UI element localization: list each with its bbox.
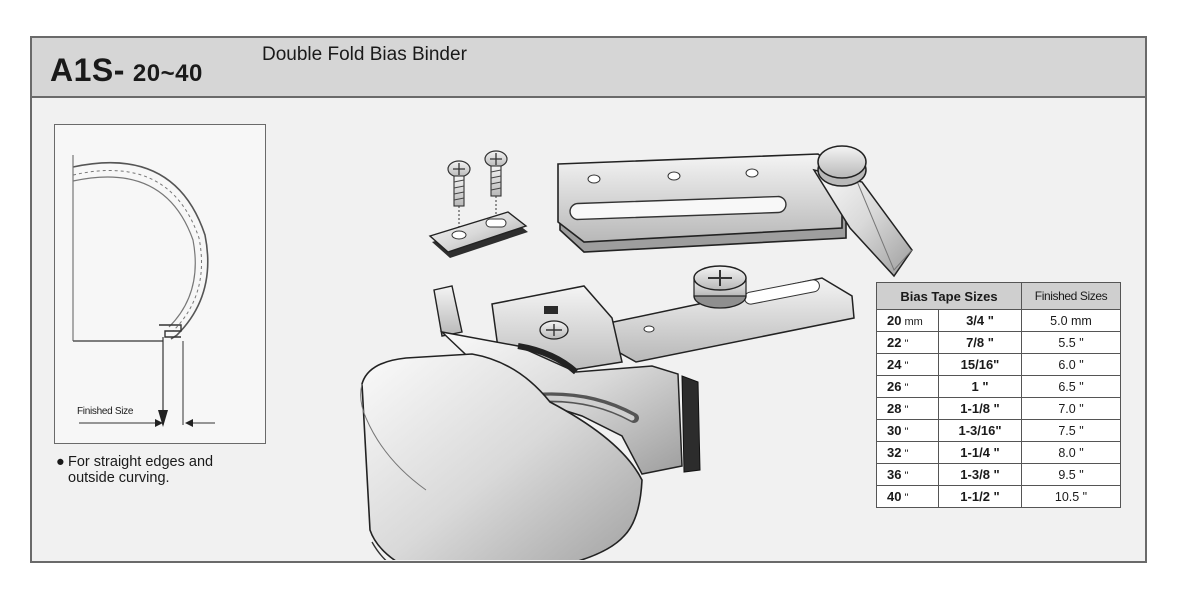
mm-value: 26: [887, 379, 902, 394]
bias-tape-mm-cell: 36": [876, 463, 939, 486]
bias-tape-inch-cell: 1-3/16": [938, 419, 1022, 442]
header-finished-sizes: Finished Sizes: [1021, 282, 1121, 310]
mm-value: 40: [887, 489, 902, 504]
table-row: 30"1-3/16"7.5 ": [876, 419, 1121, 442]
finished-size-cell: 7.0 ": [1021, 397, 1121, 420]
note-line-2: outside curving.: [68, 470, 170, 486]
bullet-icon: ●: [56, 454, 65, 470]
screw-left-icon: [447, 160, 471, 207]
finished-size-cell: 5.5 ": [1021, 331, 1121, 354]
table-row: 28"1-1/8 "7.0 ": [876, 397, 1121, 420]
mm-unit: ": [904, 382, 909, 394]
mm-unit: mm: [904, 316, 923, 328]
finished-size-cell: 6.5 ": [1021, 375, 1121, 398]
arrow-left-icon: [185, 419, 193, 427]
mm-value: 28: [887, 401, 902, 416]
bias-tape-mm-cell: 40": [876, 485, 939, 508]
bias-tape-mm-cell: 30": [876, 419, 939, 442]
mm-unit: ": [904, 470, 909, 482]
bias-tape-inch-cell: 1-1/4 ": [938, 441, 1022, 464]
table-row: 24"15/16"6.0 ": [876, 353, 1121, 376]
usage-note: ● For straight edges and outside curving…: [56, 454, 214, 486]
bias-tape-inch-cell: 1 ": [938, 375, 1022, 398]
mm-unit: ": [904, 426, 909, 438]
table-row: 40"1-1/2 "10.5 ": [876, 485, 1121, 508]
washer-plate: [428, 211, 528, 258]
table-row: 22"7/8 "5.5 ": [876, 331, 1121, 354]
mm-value: 32: [887, 445, 902, 460]
bias-tape-inch-cell: 1-3/8 ": [938, 463, 1022, 486]
finished-size-cell: 9.5 ": [1021, 463, 1121, 486]
bias-tape-mm-cell: 24": [876, 353, 939, 376]
model-prefix: A1S-: [50, 52, 125, 88]
fabric-edge-diagram: [72, 155, 215, 427]
finished-size-label: Finished Size: [77, 406, 134, 417]
mm-value: 20: [887, 313, 902, 328]
note-line-1: For straight edges and: [68, 454, 214, 470]
mm-unit: ": [904, 404, 909, 416]
mm-unit: ": [904, 338, 909, 350]
binder-body: [360, 285, 701, 560]
mm-value: 36: [887, 467, 902, 482]
bias-tape-mm-cell: 32": [876, 441, 939, 464]
arrow-right-icon: [155, 419, 163, 427]
binder-illustration: [360, 145, 913, 560]
mm-unit: ": [904, 360, 909, 372]
bias-tape-inch-cell: 3/4 ": [938, 309, 1022, 332]
table-row: 26"1 "6.5 ": [876, 375, 1121, 398]
mm-value: 24: [887, 357, 902, 372]
mounting-bar: [557, 153, 847, 253]
bias-tape-inch-cell: 1-1/2 ": [938, 485, 1022, 508]
fabric-outer-curve: [72, 161, 209, 340]
bias-tape-mm-cell: 22": [876, 331, 939, 354]
down-arrow-icon: [158, 410, 168, 427]
fabric-inner-curve: [72, 176, 196, 328]
finished-size-cell: 5.0 mm: [1021, 309, 1121, 332]
bias-tape-mm-cell: 28": [876, 397, 939, 420]
header-bias-tape-sizes: Bias Tape Sizes: [876, 282, 1022, 310]
product-title: Double Fold Bias Binder: [262, 44, 467, 65]
bias-tape-inch-cell: 15/16": [938, 353, 1022, 376]
stitch-line: [72, 169, 202, 332]
bias-tape-inch-cell: 1-1/8 ": [938, 397, 1022, 420]
bias-tape-inch-cell: 7/8 ": [938, 331, 1022, 354]
thumb-screw-icon: [693, 265, 747, 309]
adjust-knob-arm: [812, 145, 913, 278]
mm-value: 22: [887, 335, 902, 350]
mm-unit: ": [904, 448, 909, 460]
model-code: A1S- 20~40: [50, 52, 203, 89]
fabric-diagram-inset: Finished Size: [54, 124, 266, 444]
fold-detail: [159, 324, 182, 338]
table-row: 36"1-3/8 "9.5 ": [876, 463, 1121, 486]
model-range: 20~40: [132, 60, 203, 87]
screw-right-icon: [484, 150, 508, 197]
finished-size-cell: 8.0 ": [1021, 441, 1121, 464]
spec-sheet-frame: A1S- 20~40 Double Fold Bias Binder Finish…: [30, 36, 1147, 563]
table-row: 32"1-1/4 "8.0 ": [876, 441, 1121, 464]
finished-size-cell: 6.0 ": [1021, 353, 1121, 376]
bias-tape-mm-cell: 26": [876, 375, 939, 398]
header-bar: A1S- 20~40 Double Fold Bias Binder: [32, 38, 1145, 98]
mm-unit: ": [904, 492, 909, 504]
finished-size-cell: 10.5 ": [1021, 485, 1121, 508]
mm-value: 30: [887, 423, 902, 438]
finished-size-cell: 7.5 ": [1021, 419, 1121, 442]
